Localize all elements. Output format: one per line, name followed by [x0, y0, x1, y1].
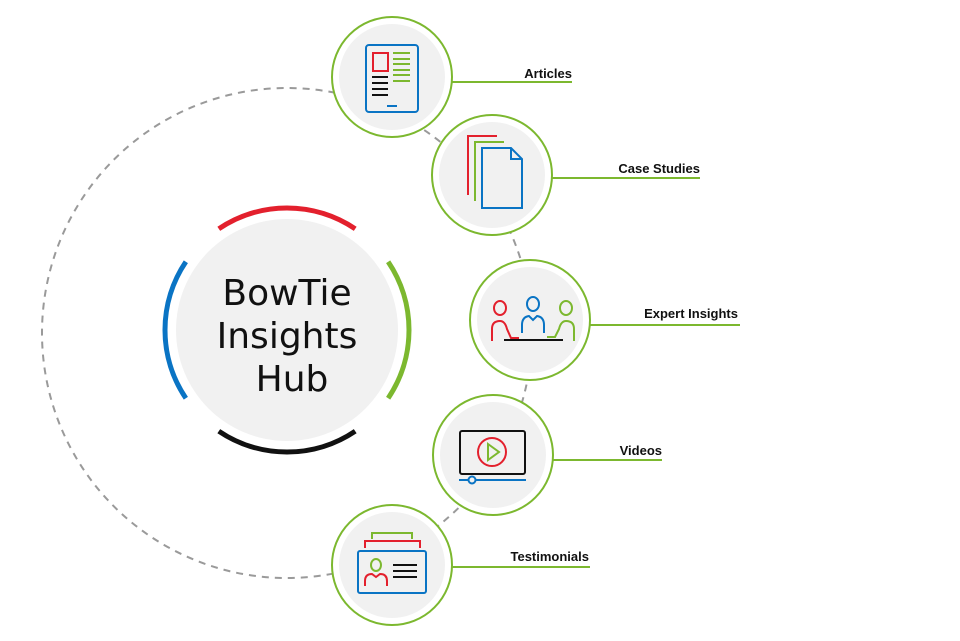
node-label: Expert Insights [644, 306, 738, 321]
node-label: Articles [524, 66, 572, 81]
node-testimonials[interactable]: Testimonials [331, 504, 590, 626]
node-label: Case Studies [618, 161, 700, 176]
hub-arc-red [217, 205, 357, 231]
hub-arc-black [217, 429, 357, 455]
tablet-article-icon [365, 44, 419, 113]
node-background [339, 24, 445, 130]
hub: BowTie Insights Hub [162, 205, 412, 455]
node-case-studies[interactable]: Case Studies [431, 114, 700, 236]
hub-arc-green [386, 260, 412, 400]
node-expert-insights[interactable]: Expert Insights [469, 259, 740, 381]
node-videos[interactable]: Videos [432, 394, 662, 516]
hub-title-line-2: Insights [217, 316, 358, 357]
node-label: Videos [620, 443, 662, 458]
node-background [477, 267, 583, 373]
node-background [439, 122, 545, 228]
node-articles[interactable]: Articles [331, 16, 572, 138]
hub-title-line-1: BowTie [222, 273, 351, 314]
hub-arc-blue [162, 260, 188, 400]
people-meeting-icon [491, 296, 575, 341]
documents-stack-icon [467, 135, 523, 209]
video-player-icon [459, 430, 526, 485]
testimonial-card-icon [357, 532, 427, 594]
hub-background [176, 219, 398, 441]
node-background [339, 512, 445, 618]
node-background [440, 402, 546, 508]
hub-title-line-3: Hub [256, 359, 329, 400]
node-label: Testimonials [510, 549, 589, 564]
